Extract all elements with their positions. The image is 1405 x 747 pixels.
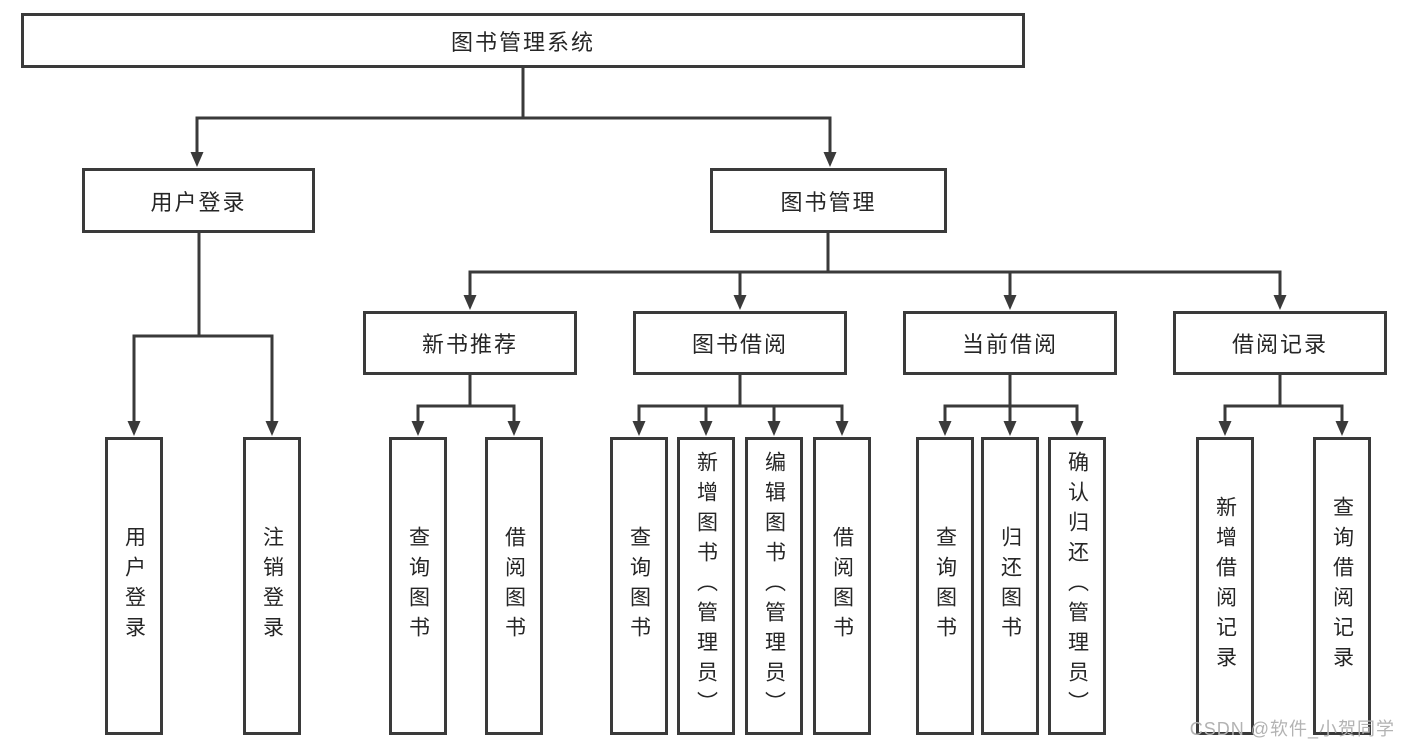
node-label: 用户登录 [150, 189, 247, 215]
node-label: 借阅记录 [1231, 332, 1328, 357]
node-label: 新增图书（管理员） [694, 451, 718, 721]
node-label: 归还图书 [998, 526, 1022, 646]
leaf-add-books-admin: 新增图书（管理员） [677, 437, 735, 735]
node-label: 编辑图书（管理员） [762, 451, 786, 721]
leaf-query-books-recommend: 查询图书 [389, 437, 447, 735]
leaf-return-books: 归还图书 [981, 437, 1039, 735]
node-label: 借阅图书 [830, 526, 854, 646]
node-label: 借阅图书 [502, 526, 526, 646]
node-label: 查询借阅记录 [1330, 496, 1354, 676]
node-book-borrow: 图书借阅 [633, 311, 847, 375]
node-new-book-recommend: 新书推荐 [363, 311, 577, 375]
node-borrow-record: 借阅记录 [1173, 311, 1387, 375]
csdn-watermark: CSDN @软件_小贺同学 [1189, 719, 1395, 739]
leaf-logout: 注销登录 [243, 437, 301, 735]
node-label: 查询图书 [406, 526, 430, 646]
leaf-borrow-books: 借阅图书 [813, 437, 871, 735]
leaf-user-login: 用户登录 [105, 437, 163, 735]
node-book-management: 图书管理 [710, 168, 947, 233]
node-label: 图书管理系统 [450, 29, 595, 55]
node-label: 注销登录 [260, 526, 284, 646]
node-label: 查询图书 [933, 526, 957, 646]
node-label: 用户登录 [122, 526, 146, 646]
leaf-query-borrow-record: 查询借阅记录 [1313, 437, 1371, 735]
node-label: 新书推荐 [421, 332, 518, 357]
node-label: 新增借阅记录 [1213, 496, 1237, 676]
node-root-library-system: 图书管理系统 [21, 13, 1025, 68]
node-label: 查询图书 [627, 526, 651, 646]
leaf-edit-books-admin: 编辑图书（管理员） [745, 437, 803, 735]
node-label: 当前借阅 [961, 332, 1058, 357]
leaf-query-books-current: 查询图书 [916, 437, 974, 735]
leaf-confirm-return-admin: 确认归还（管理员） [1048, 437, 1106, 735]
leaf-add-borrow-record: 新增借阅记录 [1196, 437, 1254, 735]
node-current-borrow: 当前借阅 [903, 311, 1117, 375]
node-user-login: 用户登录 [82, 168, 315, 233]
node-label: 确认归还（管理员） [1065, 451, 1089, 721]
node-label: 图书借阅 [691, 332, 788, 357]
leaf-query-books-borrow: 查询图书 [610, 437, 668, 735]
node-label: 图书管理 [780, 189, 877, 215]
leaf-borrow-books-recommend: 借阅图书 [485, 437, 543, 735]
